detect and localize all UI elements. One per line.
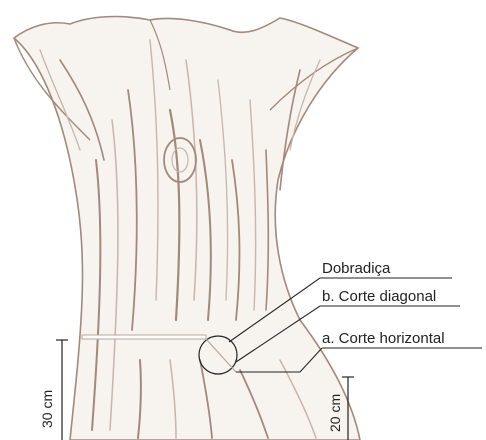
left-dimension: 30 cm — [39, 340, 68, 440]
diagonal-cut-label: b. Corte diagonal — [322, 288, 436, 305]
hinge-label: Dobradiça — [322, 260, 391, 277]
left-dimension-label: 30 cm — [39, 390, 55, 428]
right-dimension-label: 20 cm — [327, 394, 343, 432]
back-cut — [82, 335, 206, 339]
tree-trunk — [14, 17, 360, 440]
horizontal-cut-label: a. Corte horizontal — [322, 330, 445, 347]
trunk-outline — [14, 17, 360, 440]
